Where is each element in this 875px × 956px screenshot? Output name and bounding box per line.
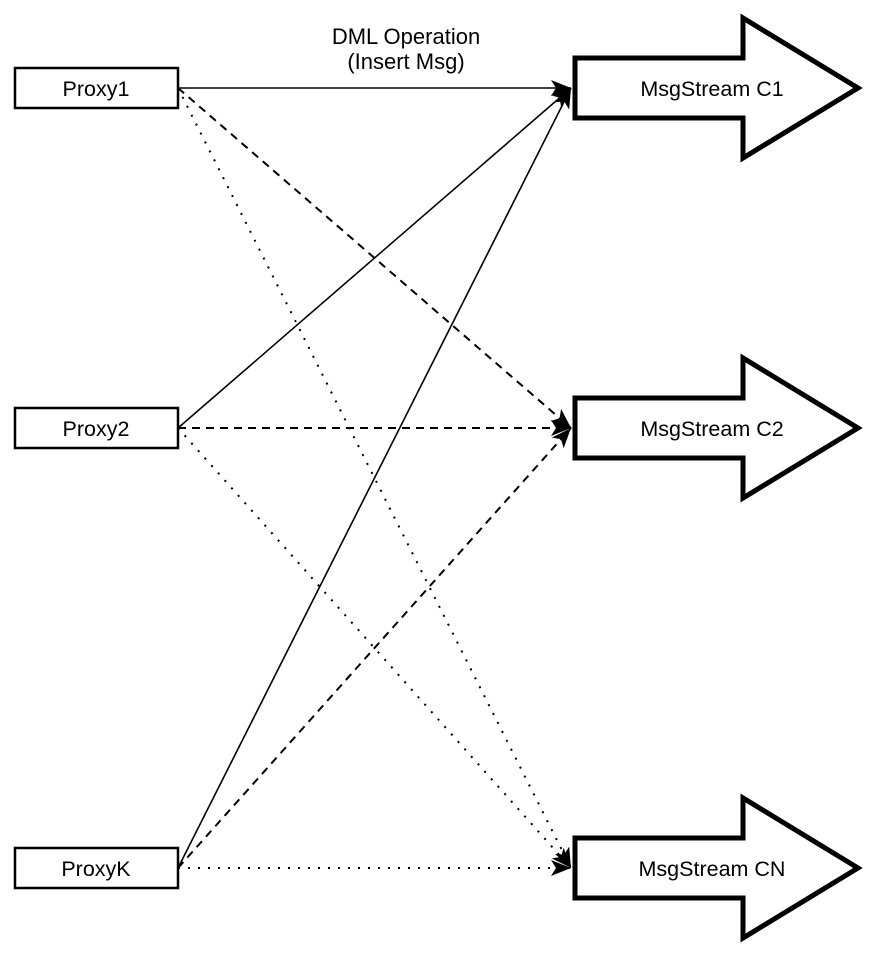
msgstream-c1-label: MsgStream C1 <box>640 77 783 101</box>
proxy-node-proxyk: ProxyK <box>13 846 180 890</box>
proxyk-box <box>13 846 180 890</box>
msgstream-cn-arrow-shape <box>572 793 863 943</box>
edge-proxy2-cn <box>177 427 572 869</box>
edge-proxyk-c1 <box>177 87 572 869</box>
stream-node-cn: MsgStream CN <box>572 793 863 943</box>
edge-proxyk-c2 <box>177 427 572 869</box>
proxy2-box <box>13 406 180 450</box>
proxy1-label: Proxy1 <box>63 77 130 101</box>
stream-node-c1: MsgStream C1 <box>572 13 863 163</box>
edge-label-line1: DML Operation <box>332 24 480 49</box>
proxy1-box <box>13 66 180 110</box>
msgstream-c2-label: MsgStream C2 <box>640 417 783 441</box>
msgstream-c1-arrow-shape <box>572 13 863 163</box>
edge-label-line2: (Insert Msg) <box>347 49 464 74</box>
msgstream-c2-arrow-shape <box>572 353 863 503</box>
edge-proxy2-c1 <box>177 87 572 429</box>
proxyk-label: ProxyK <box>61 857 131 881</box>
edge-lines <box>177 80 572 876</box>
msgstream-cn-label: MsgStream CN <box>639 857 786 881</box>
stream-node-c2: MsgStream C2 <box>572 353 863 503</box>
proxy-node-proxy2: Proxy2 <box>13 406 180 450</box>
edge-label: DML Operation (Insert Msg) <box>332 24 480 74</box>
proxy-node-proxy1: Proxy1 <box>13 66 180 110</box>
proxy2-label: Proxy2 <box>63 417 130 441</box>
